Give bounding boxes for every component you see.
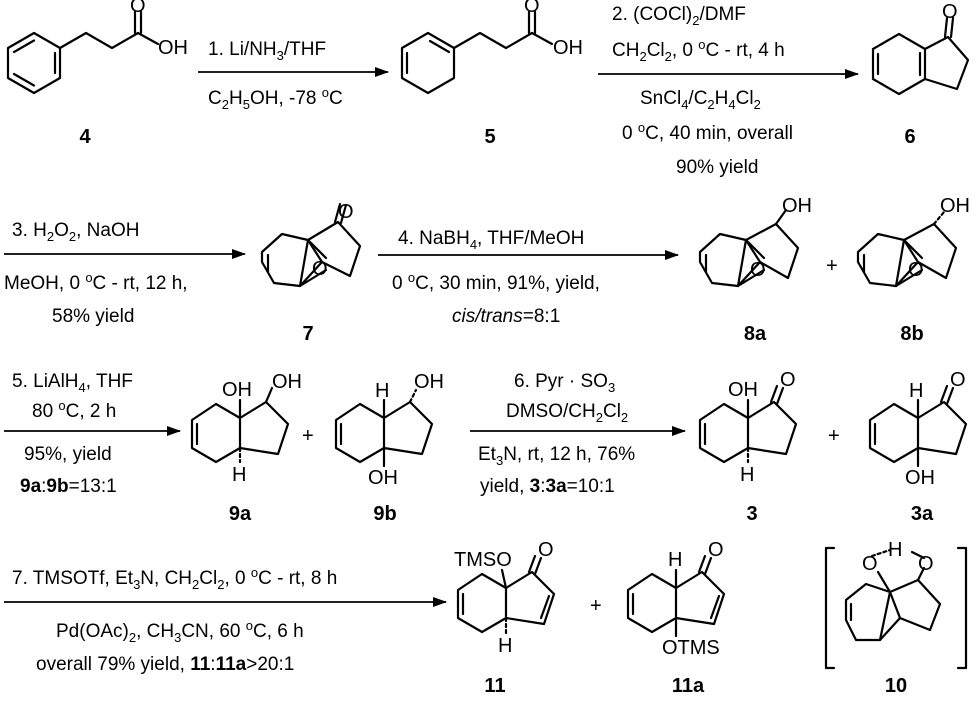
svg-text:MeOH, 0 oC - rt, 12 h,: MeOH, 0 oC - rt, 12 h,	[4, 270, 188, 294]
atom-epoxide-o: O	[908, 259, 924, 281]
atom-epoxide-o: O	[312, 258, 328, 280]
atom-o: O	[524, 0, 540, 17]
label-9a: 9a	[229, 503, 252, 525]
atom-o: O	[780, 369, 796, 391]
atom-h: H	[909, 380, 923, 402]
step-2: 2. (COCl)2/DMF CH2Cl2, 0 oC - rt, 4 h Sn…	[598, 4, 859, 178]
atom-oh: OH	[905, 467, 935, 489]
atom-o-1: O	[862, 553, 878, 575]
atom-o-2: O	[918, 553, 934, 575]
compound-3a: H O OH 3a	[868, 369, 968, 525]
label-3: 3	[746, 503, 757, 525]
right-bracket	[956, 546, 968, 670]
atom-h: H	[740, 464, 754, 486]
compound-8b: O OH 8b	[856, 195, 970, 345]
atom-oh-1: OH	[222, 379, 252, 401]
compound-5: O OH 5	[400, 0, 583, 148]
svg-text:CH2Cl2, 0 oC - rt, 4 h: CH2Cl2, 0 oC - rt, 4 h	[612, 37, 785, 64]
compound-7: O O 7	[260, 201, 362, 345]
atom-o: O	[942, 1, 958, 23]
svg-text:DMSO/CH2Cl2: DMSO/CH2Cl2	[506, 401, 628, 425]
svg-text:Pd(OAc)2, CH3CN, 60 oC, 6 h: Pd(OAc)2, CH3CN, 60 oC, 6 h	[56, 618, 304, 645]
label-8a: 8a	[744, 323, 767, 345]
compound-9a: OH OH H 9a	[190, 371, 302, 525]
svg-text:yield, 3:3a=10:1: yield, 3:3a=10:1	[480, 476, 615, 497]
atom-oh-2: OH	[368, 467, 398, 489]
plus-sign: +	[828, 425, 840, 447]
atom-oh-2: OH	[272, 371, 302, 393]
svg-text:80 oC, 2 h: 80 oC, 2 h	[32, 398, 116, 422]
svg-text:4. NaBH4, THF/MeOH: 4. NaBH4, THF/MeOH	[398, 228, 584, 252]
svg-text:6. Pyr · SO3: 6. Pyr · SO3	[514, 371, 615, 395]
atom-oh: OH	[553, 37, 583, 59]
label-5: 5	[484, 126, 495, 148]
compound-8a: O OH 8a	[698, 195, 812, 345]
compound-11: TMSO O H 11	[454, 539, 556, 697]
svg-text:overall 79% yield, 11:11a>20:1: overall 79% yield, 11:11a>20:1	[36, 654, 294, 675]
atom-o: O	[338, 201, 354, 223]
atom-tmso: TMSO	[454, 549, 512, 571]
atom-h: H	[232, 464, 246, 486]
atom-oh-1: OH	[414, 371, 444, 393]
compound-11a: H O OTMS 11a	[626, 539, 726, 697]
svg-text:9a:9b=13:1: 9a:9b=13:1	[20, 476, 117, 497]
step-5: 5. LiAlH4, THF 80 oC, 2 h 95%, yield 9a:…	[4, 371, 181, 497]
label-3a: 3a	[911, 503, 934, 525]
label-4: 4	[79, 126, 91, 148]
label-11a: 11a	[672, 675, 705, 697]
step-7: 7. TMSOTf, Et3N, CH2Cl2, 0 oC - rt, 8 h …	[4, 565, 447, 675]
svg-text:7. TMSOTf, Et3N, CH2Cl2, 0 oC: 7. TMSOTf, Et3N, CH2Cl2, 0 oC - rt, 8 h	[12, 565, 337, 592]
compound-3: OH O H 3	[698, 369, 798, 525]
svg-text:cis/trans=8:1: cis/trans=8:1	[452, 306, 560, 327]
atom-oh: OH	[728, 379, 758, 401]
label-6: 6	[904, 126, 915, 148]
atom-oh: OH	[940, 195, 970, 217]
svg-text:0 oC, 30 min, 91%, yield,: 0 oC, 30 min, 91%, yield,	[392, 270, 600, 294]
atom-o: O	[130, 0, 146, 17]
compound-9b: H OH OH 9b	[334, 371, 444, 525]
svg-text:2. (COCl)2/DMF: 2. (COCl)2/DMF	[612, 4, 746, 28]
svg-text:95%, yield: 95%, yield	[24, 444, 112, 465]
step-3: 3. H2O2, NaOH MeOH, 0 oC - rt, 12 h, 58%…	[4, 220, 246, 327]
atom-oh: OH	[782, 195, 812, 217]
svg-text:5. LiAlH4, THF: 5. LiAlH4, THF	[12, 371, 133, 395]
atom-h: H	[375, 380, 389, 402]
svg-text:1. Li/NH3/THF: 1. Li/NH3/THF	[208, 39, 326, 63]
svg-text:SnCl4/C2H4Cl2: SnCl4/C2H4Cl2	[640, 88, 761, 112]
plus-sign: +	[826, 255, 838, 277]
compound-6: O 6	[871, 1, 970, 148]
atom-otms: OTMS	[662, 637, 720, 659]
plus-sign: +	[302, 425, 314, 447]
atom-h: H	[668, 549, 682, 571]
atom-o: O	[538, 539, 554, 561]
compound-10: O H O 10	[824, 539, 968, 697]
atom-o: O	[950, 369, 966, 391]
svg-text:C2H5OH, -78 oC: C2H5OH, -78 oC	[208, 85, 343, 112]
atom-h: H	[888, 539, 902, 561]
label-8b: 8b	[900, 323, 923, 345]
atom-o: O	[708, 539, 724, 561]
step-4: 4. NaBH4, THF/MeOH 0 oC, 30 min, 91%, yi…	[378, 228, 679, 327]
left-bracket	[824, 546, 836, 670]
svg-text:58% yield: 58% yield	[52, 306, 134, 327]
svg-text:Et3N, rt, 12 h, 76%: Et3N, rt, 12 h, 76%	[478, 444, 635, 468]
atom-h: H	[498, 635, 512, 657]
svg-text:3. H2O2, NaOH: 3. H2O2, NaOH	[12, 220, 139, 244]
label-10: 10	[885, 675, 907, 697]
svg-text:0 oC, 40 min, overall: 0 oC, 40 min, overall	[622, 120, 793, 144]
step-1: 1. Li/NH3/THF C2H5OH, -78 oC	[198, 39, 389, 112]
label-11: 11	[484, 675, 505, 697]
step-6: 6. Pyr · SO3 DMSO/CH2Cl2 Et3N, rt, 12 h,…	[470, 371, 686, 497]
label-9b: 9b	[373, 503, 396, 525]
svg-text:90% yield: 90% yield	[676, 157, 758, 178]
plus-sign: +	[590, 595, 602, 617]
atom-oh: OH	[158, 37, 188, 59]
compound-4: O OH 4	[6, 0, 188, 148]
atom-epoxide-o: O	[750, 259, 766, 281]
label-7: 7	[302, 323, 313, 345]
